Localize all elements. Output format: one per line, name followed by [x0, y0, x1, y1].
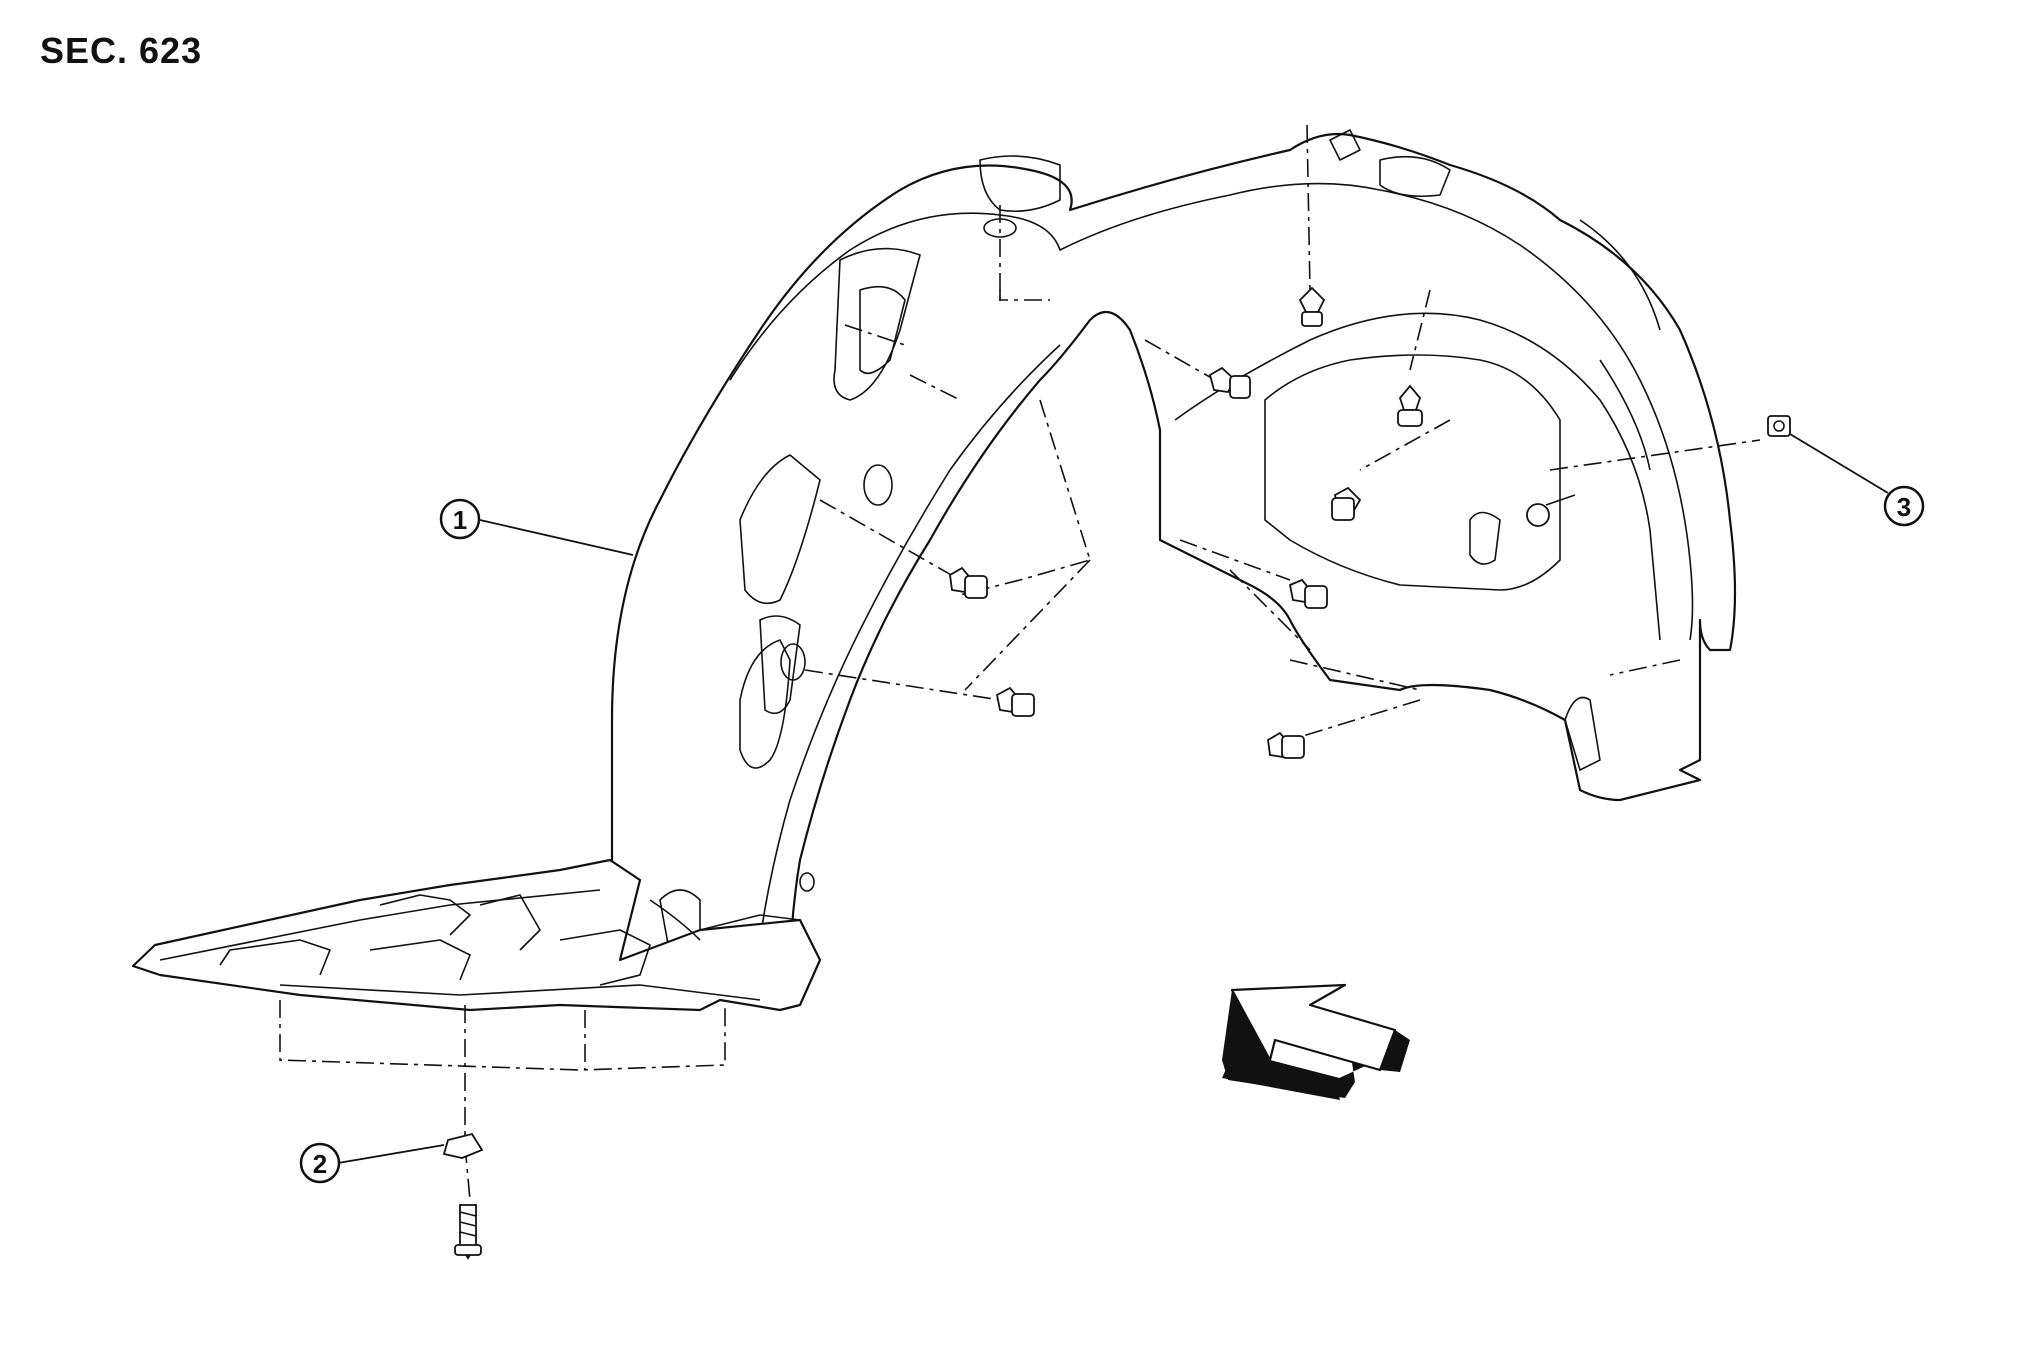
- callout-3-label: 3: [1897, 492, 1911, 522]
- clip-icon: [1397, 384, 1423, 427]
- clip-icon: [1208, 366, 1251, 399]
- clip-icon: [1298, 286, 1326, 327]
- callout-1: 1: [439, 498, 634, 556]
- clip-nut-icon: [442, 1132, 484, 1159]
- clip-icon: [1288, 578, 1328, 609]
- callout-2-label: 2: [313, 1149, 327, 1179]
- assembly-lines: [279, 124, 1761, 1201]
- clip-icon: [995, 686, 1035, 717]
- undercover-part: [131, 858, 822, 1012]
- fasteners: [442, 286, 1791, 1260]
- callout-3: 3: [1789, 433, 1925, 527]
- fender-protector-part: [610, 129, 1737, 1002]
- screw-icon: [1526, 494, 1576, 527]
- callout-2: 2: [299, 1142, 445, 1184]
- front-direction-arrow-icon: [1222, 983, 1410, 1100]
- clip-icon: [1267, 731, 1305, 759]
- clip-icon: [949, 566, 988, 599]
- section-label: SEC. 623: [40, 30, 203, 71]
- clip-icon: [1331, 486, 1362, 521]
- callout-1-label: 1: [453, 505, 467, 535]
- screw-icon: [454, 1204, 482, 1260]
- nut-icon: [1767, 415, 1791, 437]
